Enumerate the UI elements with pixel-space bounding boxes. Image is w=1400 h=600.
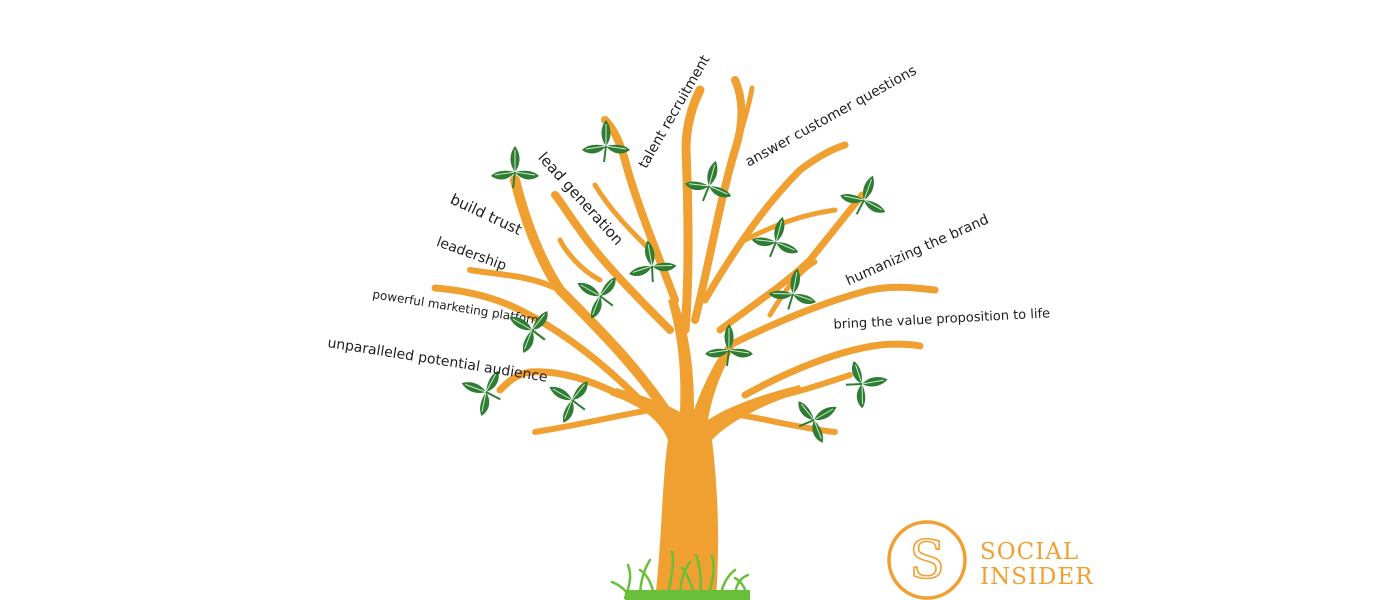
label-humanizing-the-brand: humanizing the brand <box>844 212 992 289</box>
label-bring-value-proposition: bring the value proposition to life <box>833 306 1050 332</box>
tree-branches <box>431 76 939 435</box>
leaf-icon <box>841 354 893 412</box>
svg-text:S: S <box>909 531 945 591</box>
label-unparalleled-potential-audience: unparalleled potential audience <box>326 335 548 386</box>
tree-trunk <box>610 298 802 600</box>
grass-base <box>625 590 750 600</box>
label-talent-recruitment: talent recruitment <box>636 52 714 171</box>
socialinsider-logo: S SOCIAL INSIDER <box>887 520 1094 600</box>
leaf-icon <box>787 385 850 450</box>
label-build-trust: build trust <box>447 190 524 239</box>
svg-text:INSIDER: INSIDER <box>980 564 1094 590</box>
svg-text:SOCIAL: SOCIAL <box>980 539 1079 565</box>
leaf-icon <box>704 323 754 367</box>
